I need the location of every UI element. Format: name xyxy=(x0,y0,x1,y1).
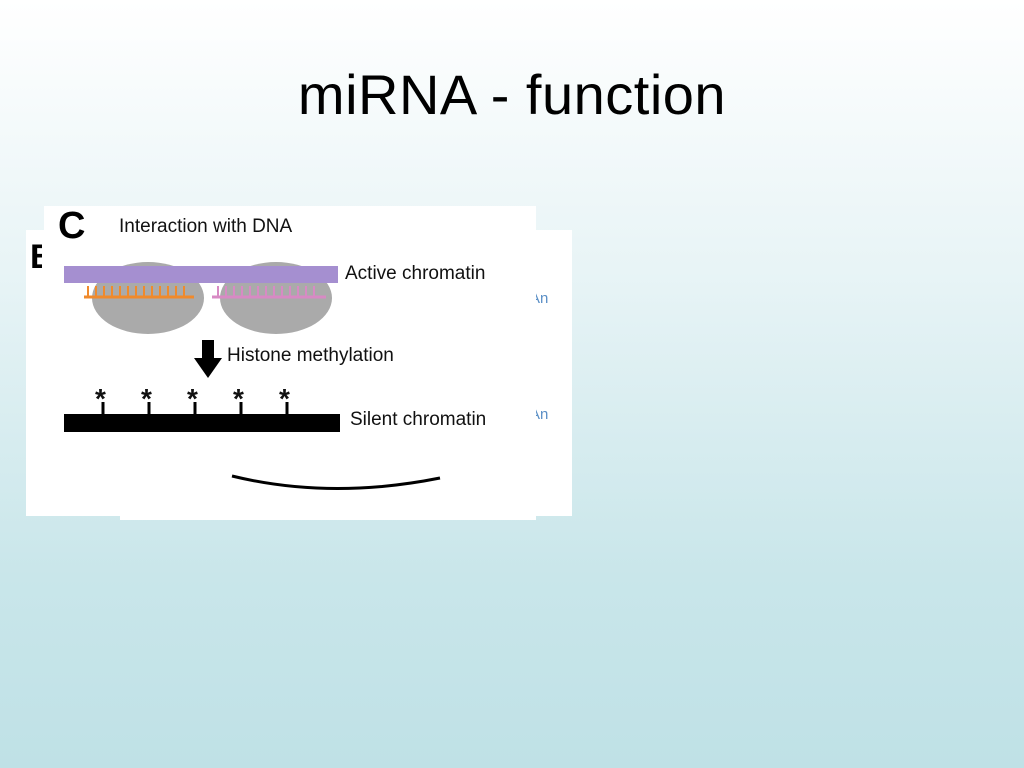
panel-b-letter: B xyxy=(30,238,42,277)
down-arrow-icon xyxy=(194,340,222,378)
silent-chromatin-bar xyxy=(64,414,340,432)
histone-methylation-label: Histone methylation xyxy=(227,345,394,366)
active-chromatin-bar xyxy=(64,266,338,283)
figure-panel-b-lower xyxy=(120,470,536,520)
active-chromatin-label: Active chromatin xyxy=(345,263,486,284)
methylation-mark-star: * xyxy=(187,383,198,414)
methylation-mark-stems xyxy=(101,402,289,414)
methylation-mark-star: * xyxy=(233,383,244,414)
silent-chromatin-label: Silent chromatin xyxy=(350,409,487,430)
panel-c-letter: C xyxy=(58,205,86,247)
panel-c-heading: Interaction with DNA xyxy=(119,216,293,237)
mirna-orange-strand xyxy=(84,286,194,299)
methylation-mark-star: * xyxy=(141,383,152,414)
methylation-mark-star: * xyxy=(95,383,106,414)
slide-title: miRNA - function xyxy=(297,63,727,126)
methylation-mark-star: * xyxy=(279,383,290,414)
panel-b-curve xyxy=(231,474,441,491)
mirna-pink-strand xyxy=(212,286,326,299)
